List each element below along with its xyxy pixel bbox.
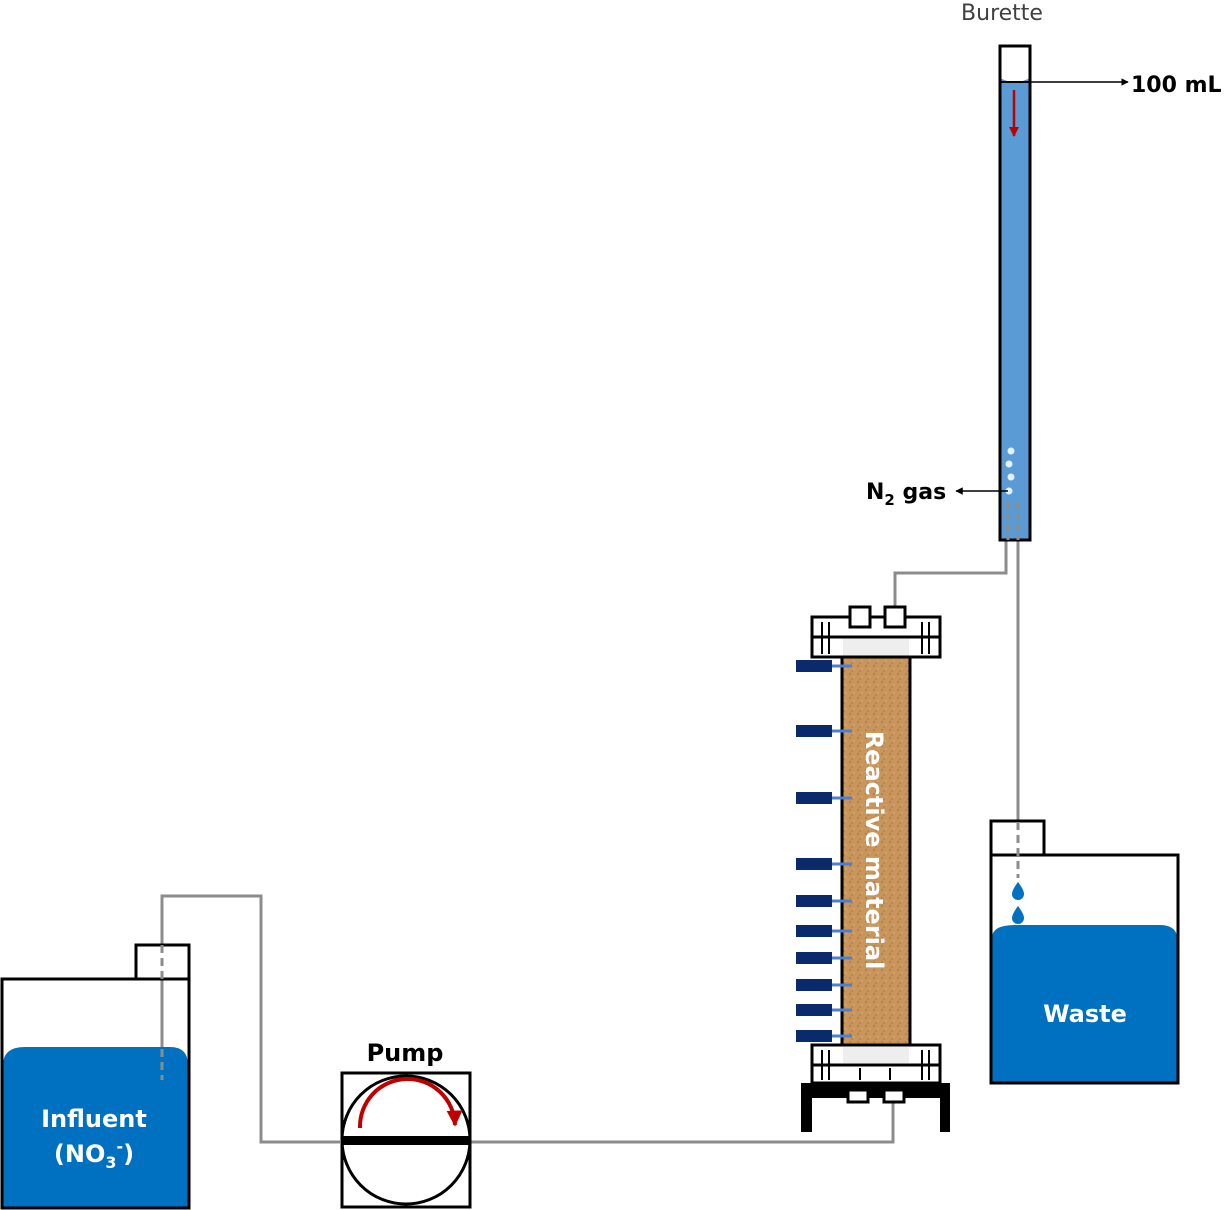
sampling-port [796, 792, 852, 804]
sampling-port [796, 660, 852, 672]
sampling-port [796, 1004, 852, 1016]
influent-formula: (NO3-) [54, 1137, 134, 1172]
burette-water [1000, 82, 1030, 540]
sampling-ports [796, 660, 852, 1042]
water-drop-icon [1012, 882, 1024, 924]
tube-pump-to-column [470, 1098, 895, 1144]
sampling-port [796, 979, 852, 991]
influent-container [0, 977, 191, 1210]
gas-bubbles [1005, 447, 1015, 495]
column-bottom-endcap [843, 1047, 909, 1063]
column-top-fitting-left [848, 605, 872, 629]
pump-rotation-arrow-icon [357, 1077, 463, 1129]
reactive-material-bed [840, 655, 912, 1047]
pump-label: Pump [367, 1039, 444, 1067]
sampling-port [796, 895, 852, 907]
pump-tube-clamp [342, 1136, 470, 1145]
column-top-endcap [843, 639, 909, 656]
reactive-material-label: Reactive material [860, 731, 888, 970]
burette-tube [998, 44, 1032, 542]
column-stand [801, 1083, 950, 1132]
sampling-port [796, 925, 852, 937]
column-bottom-fitting-left [846, 1088, 870, 1104]
burette-label: Burette [961, 1, 1043, 26]
influent-water [3, 1047, 188, 1208]
waste-reservoir: Waste [989, 819, 1180, 1085]
sampling-port [796, 1030, 852, 1042]
sampling-port [796, 858, 852, 870]
tube-column-to-burette [893, 540, 1008, 614]
n2-gas-label: N2 gas [866, 480, 946, 509]
influent-reservoir: Influent (NO3-) [0, 943, 191, 1210]
burette: Burette 100 mL N2 gas [866, 1, 1222, 542]
waste-water [992, 925, 1178, 1083]
reactive-column: Reactive material [796, 605, 950, 1132]
column-bottom-fitting-right [882, 1088, 906, 1104]
waste-container [989, 853, 1180, 1085]
burette-volume-label: 100 mL [1131, 73, 1222, 98]
waste-label: Waste [1043, 1000, 1127, 1028]
sampling-port [796, 952, 852, 964]
column-top-fitting-right [883, 605, 907, 629]
pump: Pump [340, 1039, 472, 1209]
influent-label: Influent [41, 1105, 147, 1133]
sampling-port [796, 725, 852, 737]
